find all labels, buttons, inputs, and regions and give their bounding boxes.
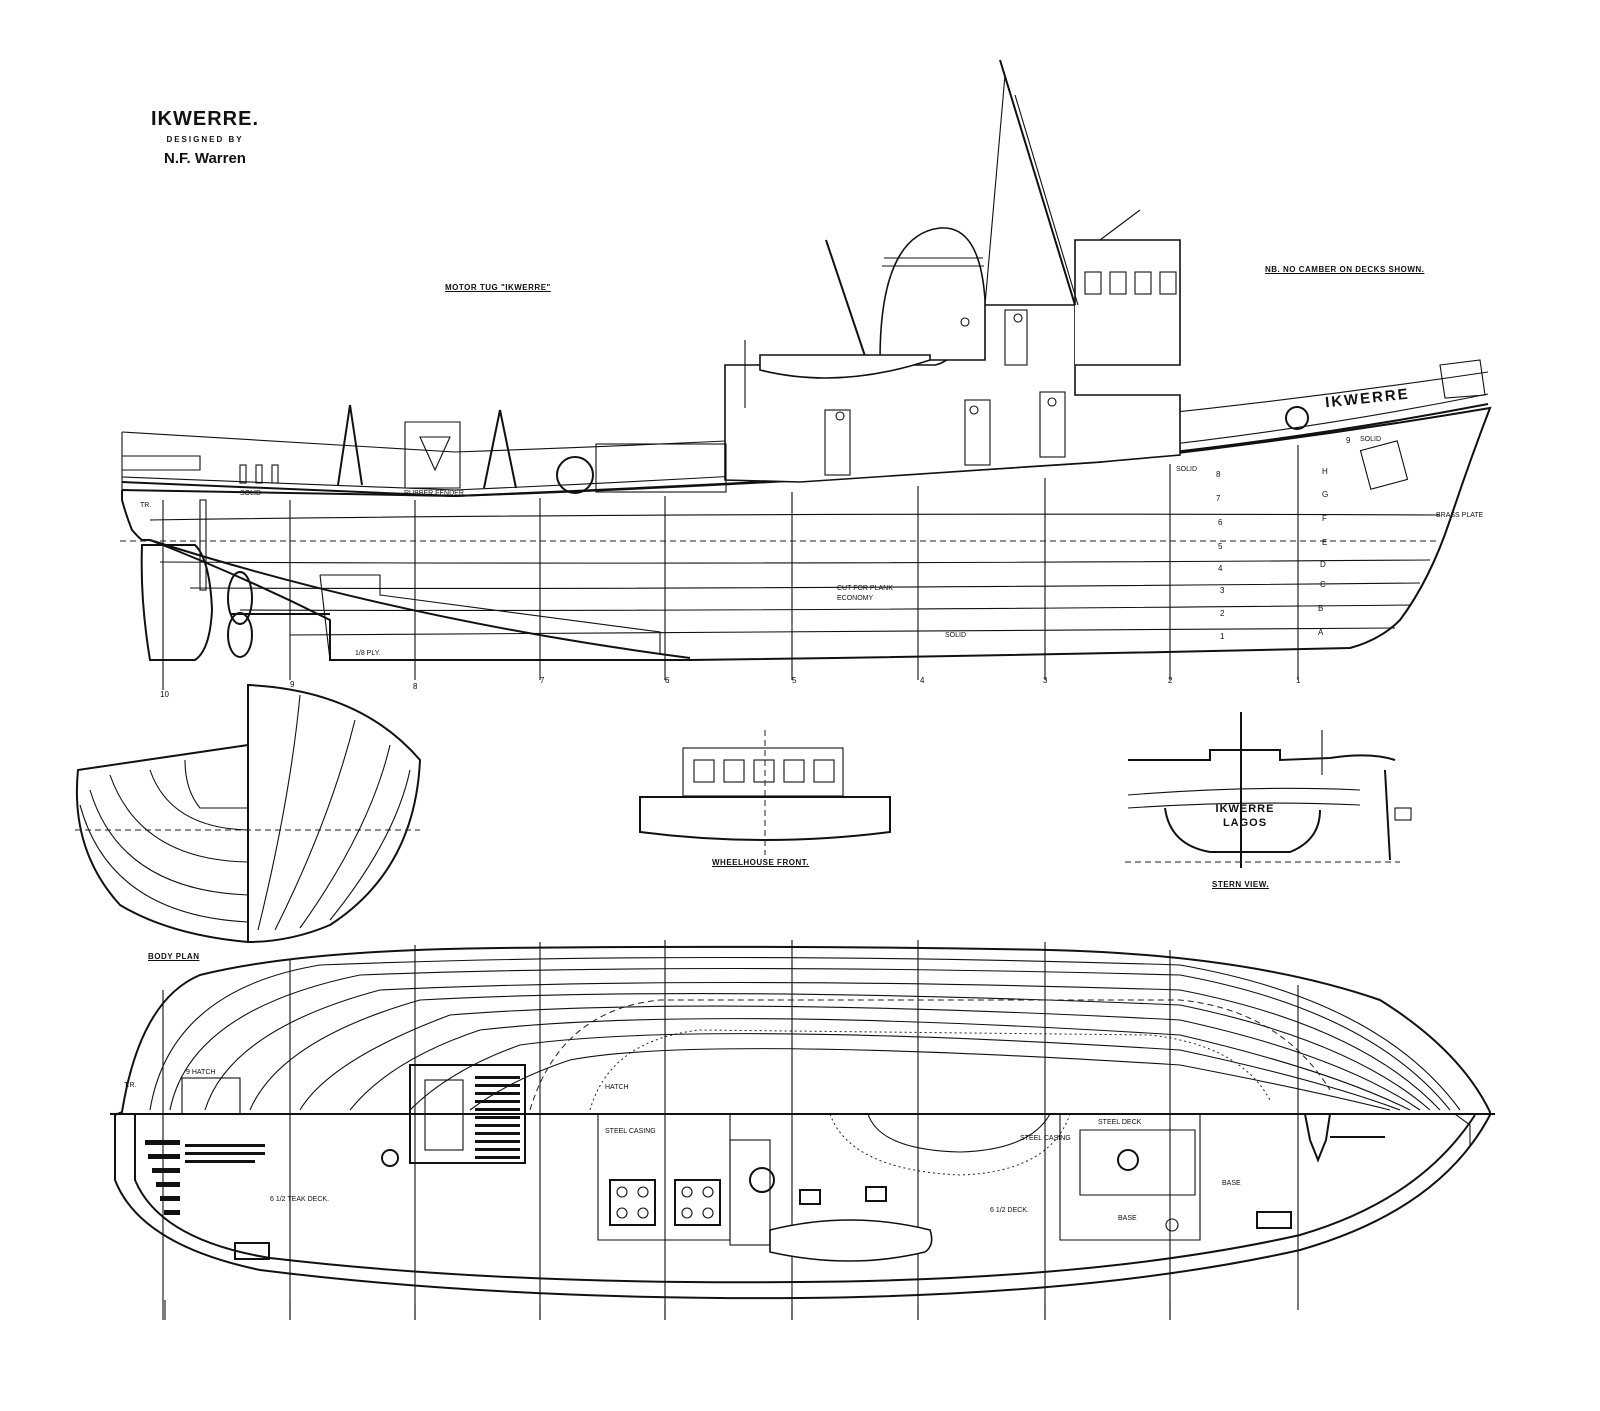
solid-bow-label: SOLID <box>1360 436 1382 443</box>
hatch-label: HATCH <box>605 1084 629 1091</box>
station-number: 9 <box>290 680 295 689</box>
station-number: 1 <box>1296 676 1301 685</box>
waterline-letter: B <box>1318 604 1324 613</box>
teak-deck-label: 6 1/2 TEAK DECK. <box>270 1196 330 1203</box>
vessel-title: IKWERRE. <box>151 108 259 130</box>
plan-transom-label: T.R. <box>124 1082 137 1089</box>
buttock-number: 4 <box>1218 564 1223 573</box>
steel-deck-label: STEEL DECK <box>1098 1119 1142 1126</box>
profile-station-lines <box>162 445 1299 690</box>
station-number: 6 <box>665 676 670 685</box>
propeller-blade-upper <box>227 571 253 625</box>
buttock-number: 6 <box>1218 518 1223 527</box>
wheelhouse <box>1074 239 1181 366</box>
waterline-letter: H <box>1322 467 1328 476</box>
economy-label: ECONOMY <box>837 595 874 602</box>
wheelhouse-front <box>639 730 891 855</box>
main-mast <box>999 59 1076 306</box>
transom-label: TR. <box>140 502 152 509</box>
skylight-grating <box>475 1076 520 1159</box>
stern-view-caption: STERN VIEW. <box>1212 880 1270 889</box>
brass-plate-label: BRASS PLATE <box>1436 512 1484 519</box>
station-number: 3 <box>1043 676 1048 685</box>
stern-view <box>1125 712 1412 868</box>
waterline-letter: E <box>1322 538 1328 547</box>
funnel <box>879 227 986 361</box>
waterline-letter: D <box>1320 560 1326 569</box>
aft-grating <box>145 1140 265 1215</box>
buttock-number: 3 <box>1220 586 1225 595</box>
solid-fwd-label: SOLID <box>1176 466 1198 473</box>
towing-hook <box>556 456 594 494</box>
buttock-number: 7 <box>1216 494 1221 503</box>
deck-plan-hull-outline <box>114 945 1491 1300</box>
aft-hatch <box>181 1077 241 1115</box>
designed-by-label: DESIGNED BY <box>166 135 244 144</box>
base-label-2: BASE <box>1118 1215 1137 1222</box>
camber-note: NB. NO CAMBER ON DECKS SHOWN. <box>1265 265 1425 274</box>
ply-label: 1/8 PLY. <box>355 650 381 657</box>
body-plan-caption: BODY PLAN <box>148 952 200 961</box>
skylight-hatch <box>409 1064 526 1164</box>
station-number: 5 <box>792 676 797 685</box>
base-label-1: BASE <box>1222 1180 1241 1187</box>
buttock-number: 1 <box>1220 632 1225 641</box>
lifeboat-profile <box>759 354 931 379</box>
solid-keel-label: SOLID <box>945 632 967 639</box>
bow-lifebuoy <box>1285 406 1309 430</box>
stern-name-label: IKWERRE LAGOS <box>1215 803 1275 829</box>
station-number: 7 <box>540 676 545 685</box>
keel-line <box>149 539 691 659</box>
station-number: 10 <box>160 690 169 699</box>
buttock-number: 9 <box>1346 436 1351 445</box>
propeller-blade-lower <box>227 612 253 658</box>
deck-plan <box>110 940 1495 1320</box>
steel-casing-label-2: STEEL CASING <box>1020 1135 1071 1142</box>
profile-caption: MOTOR TUG "IKWERRE" <box>445 283 551 292</box>
title-block: IKWERRE. DESIGNED BY N.F. Warren <box>150 108 260 167</box>
waterline-letter: C <box>1320 580 1326 589</box>
cut-for-plank-label: CUT FOR PLANK <box>837 585 893 592</box>
body-plan-fwd-half <box>247 683 422 944</box>
lifeboat-plan <box>769 1219 933 1262</box>
aft-hatch-label: 9 HATCH <box>186 1069 216 1076</box>
waterline-letter: G <box>1322 490 1329 499</box>
buttock-number: 5 <box>1218 542 1223 551</box>
station-number: 4 <box>920 676 925 685</box>
profile-view <box>120 59 1492 690</box>
buttock-number: 2 <box>1220 609 1225 618</box>
station-number: 2 <box>1168 676 1173 685</box>
body-plan-aft-half <box>75 744 249 943</box>
waterline-letter: A <box>1318 628 1324 637</box>
waterline-letter: F <box>1322 514 1327 523</box>
buttock-number: 8 <box>1216 470 1221 479</box>
deck-label: 6 1/2 DECK. <box>990 1207 1029 1214</box>
solid-aft-label: SOLID <box>240 490 262 497</box>
plan-frame-ticks <box>164 1300 1171 1320</box>
designer-name: N.F. Warren <box>164 150 246 167</box>
wheelhouse-caption: WHEELHOUSE FRONT. <box>712 858 809 867</box>
body-plan <box>75 683 422 944</box>
station-number: 8 <box>413 682 418 691</box>
capstan <box>381 1149 399 1167</box>
rubber-fender-label: RUBBER FENDER <box>404 490 464 497</box>
steel-casing-label: STEEL CASING <box>605 1128 656 1135</box>
